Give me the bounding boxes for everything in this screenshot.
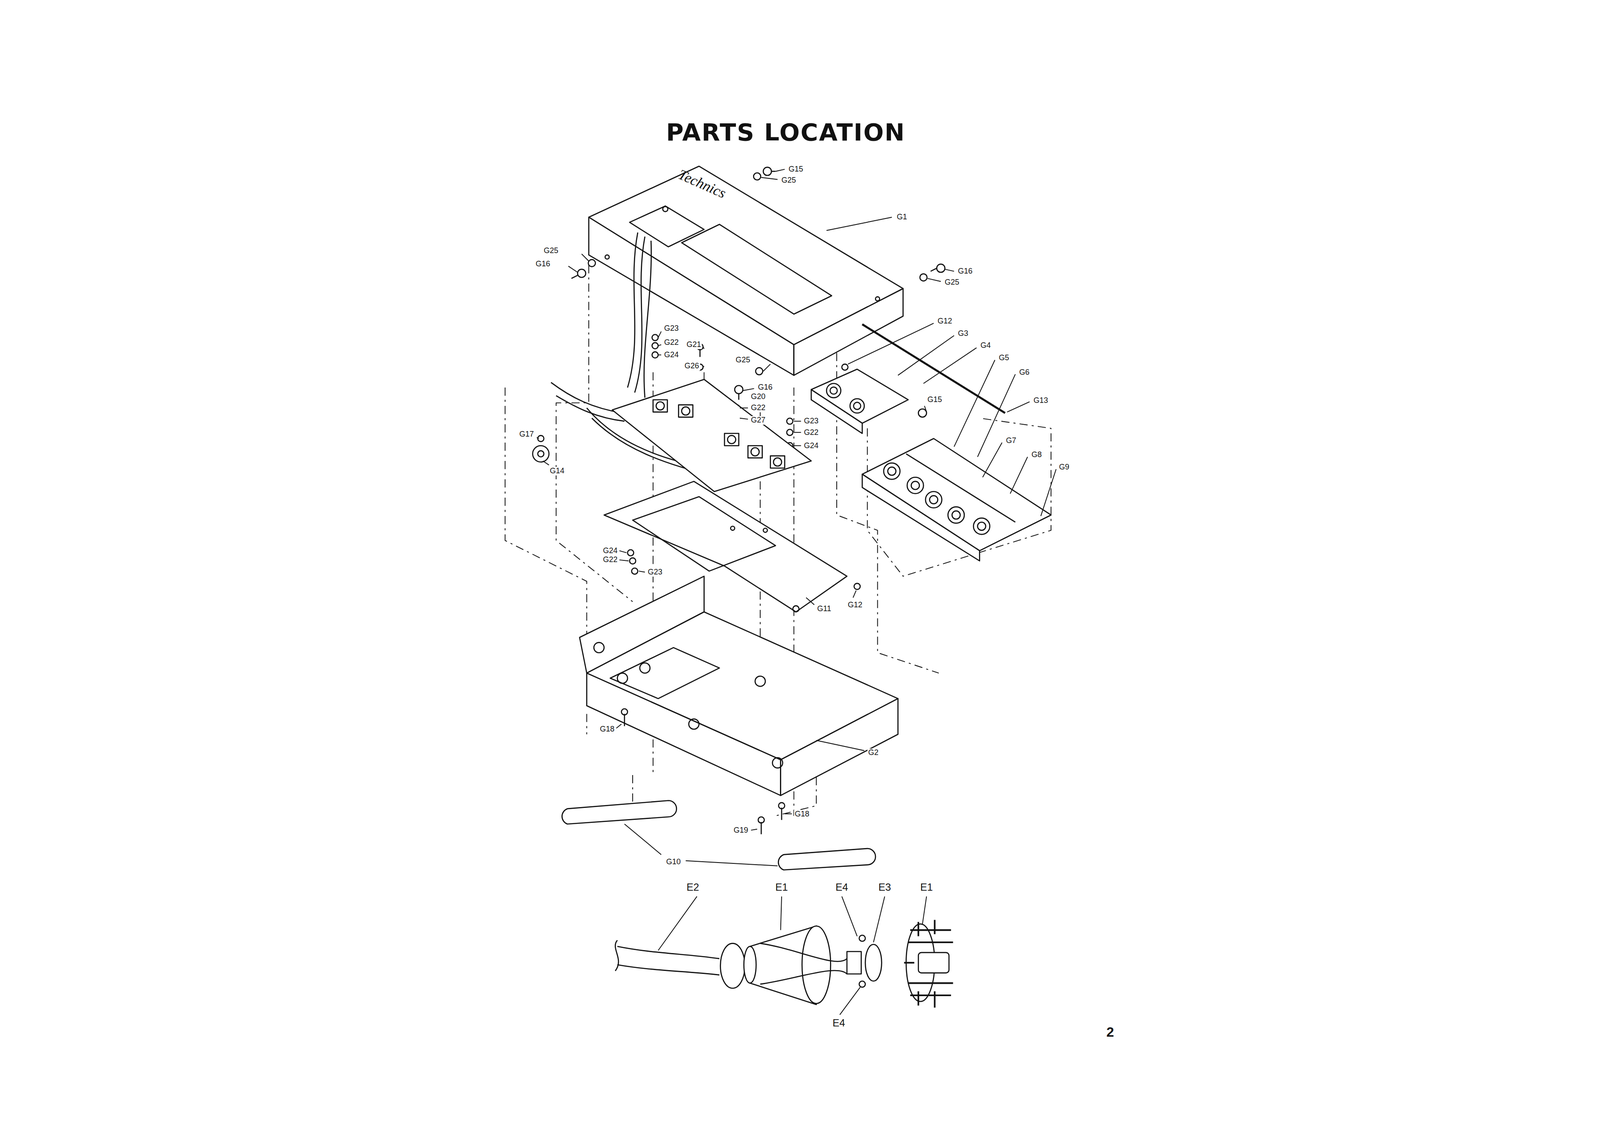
callout-number: G19 [732, 826, 749, 836]
page-title: PARTS LOCATION [665, 118, 906, 146]
callout-number: G26 [683, 362, 701, 371]
callout-number: G9 [1058, 463, 1071, 472]
callout-number: G13 [1032, 396, 1049, 406]
callout-number: G25 [943, 278, 961, 287]
callout-number: G12 [846, 601, 864, 610]
callout-number: G25 [543, 246, 560, 256]
callout-number: G22 [601, 555, 619, 565]
callout-number: G20 [750, 392, 767, 402]
callout-number: G16 [534, 259, 552, 269]
callout-number: G23 [802, 417, 820, 426]
callout-number: G22 [663, 338, 680, 348]
callout-number: G8 [1030, 450, 1043, 460]
callout-number: G23 [663, 324, 680, 333]
callout-number: G12 [936, 317, 953, 326]
callout-number: G15 [926, 395, 943, 405]
callout-number: G24 [601, 546, 619, 556]
callout-number: G7 [1004, 436, 1017, 446]
callout-number: G27 [750, 416, 767, 425]
callout-number: G25 [780, 176, 798, 185]
callout-number: G22 [802, 428, 820, 438]
callout-number: G2 [867, 748, 880, 758]
callout-number: G3 [957, 329, 970, 339]
callout-number: G24 [802, 441, 820, 451]
callout-number: E1 [774, 881, 789, 894]
callout-number: G18 [598, 725, 616, 734]
callout-number: E4 [834, 881, 849, 894]
callout-number: G5 [998, 353, 1011, 363]
callout-number: G14 [548, 467, 566, 476]
callout-number: G4 [979, 341, 992, 351]
callout-number: G1 [896, 213, 909, 222]
callout-number: E3 [877, 881, 892, 894]
callout-number: G16 [757, 383, 774, 392]
callout-number: G21 [685, 340, 702, 350]
callout-number: G15 [787, 165, 804, 174]
callout-number: G24 [663, 350, 680, 360]
callout-number: G16 [957, 267, 974, 276]
callout-number: G11 [816, 604, 833, 614]
callout-number: G10 [665, 858, 682, 867]
page-number: 2 [1105, 1024, 1116, 1040]
callout-number: G18 [794, 810, 811, 819]
callout-number: E1 [919, 881, 934, 894]
callout-number: G17 [518, 430, 535, 439]
callout-number: G6 [1018, 368, 1031, 377]
callout-number: E2 [685, 881, 700, 894]
callout-number: G23 [646, 568, 663, 577]
callout-number: G25 [734, 356, 751, 365]
callout-number: E4 [831, 1017, 846, 1029]
callout-number: G22 [750, 403, 767, 413]
